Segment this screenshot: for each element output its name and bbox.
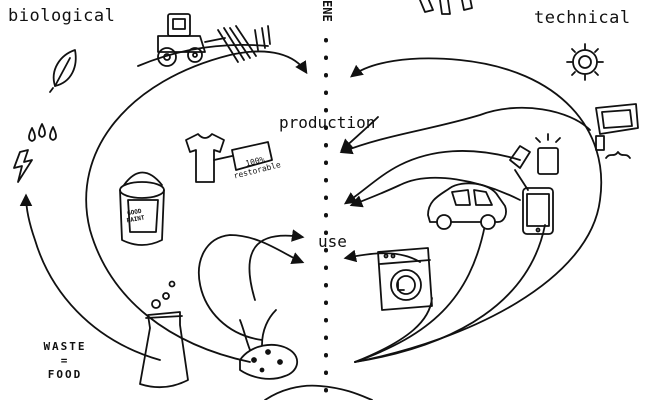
washing-machine-icon (378, 248, 432, 310)
equals-line: = (60, 354, 70, 367)
flask-icon (140, 282, 188, 388)
tech-return-2 (355, 225, 545, 362)
tractor-icon (158, 14, 270, 66)
arrow-use-bio (249, 229, 305, 300)
use-label: use (318, 232, 347, 251)
bottom-earth (265, 386, 372, 400)
arrow-phone-car (343, 151, 520, 205)
biological-loop-arrow (86, 51, 308, 362)
gear-icon (567, 44, 603, 80)
sun-rays-icon (420, 0, 472, 14)
smartphone-icon (523, 188, 553, 234)
tablet-icon (596, 104, 638, 158)
leaf-icon (50, 50, 76, 92)
arrow-washer-use (343, 249, 420, 262)
tech-return-3 (355, 298, 432, 362)
waste-equals-food-label: WASTE = FOOD (39, 340, 91, 382)
lightning-icon (14, 150, 32, 182)
technical-label: technical (534, 8, 631, 28)
food-line: FOOD (47, 368, 83, 381)
technical-loop-arrow (350, 58, 601, 362)
biological-label: biological (8, 6, 116, 26)
arrow-tablet-production (339, 108, 590, 155)
waste-line: WASTE (43, 340, 87, 353)
hill-line (138, 45, 268, 66)
compost-icon (240, 310, 297, 379)
arrow-compost-loop (199, 235, 305, 340)
car-icon (428, 183, 506, 229)
production-label: production (279, 113, 376, 132)
tech-return-1 (355, 225, 485, 362)
energy-label: ENE (320, 0, 334, 22)
water-drops-icon (29, 124, 56, 141)
tshirt-icon (186, 134, 272, 182)
energy-tail-arrow (19, 193, 160, 360)
kitchen-tools-icon (510, 134, 560, 190)
paint-can-icon (120, 173, 164, 246)
